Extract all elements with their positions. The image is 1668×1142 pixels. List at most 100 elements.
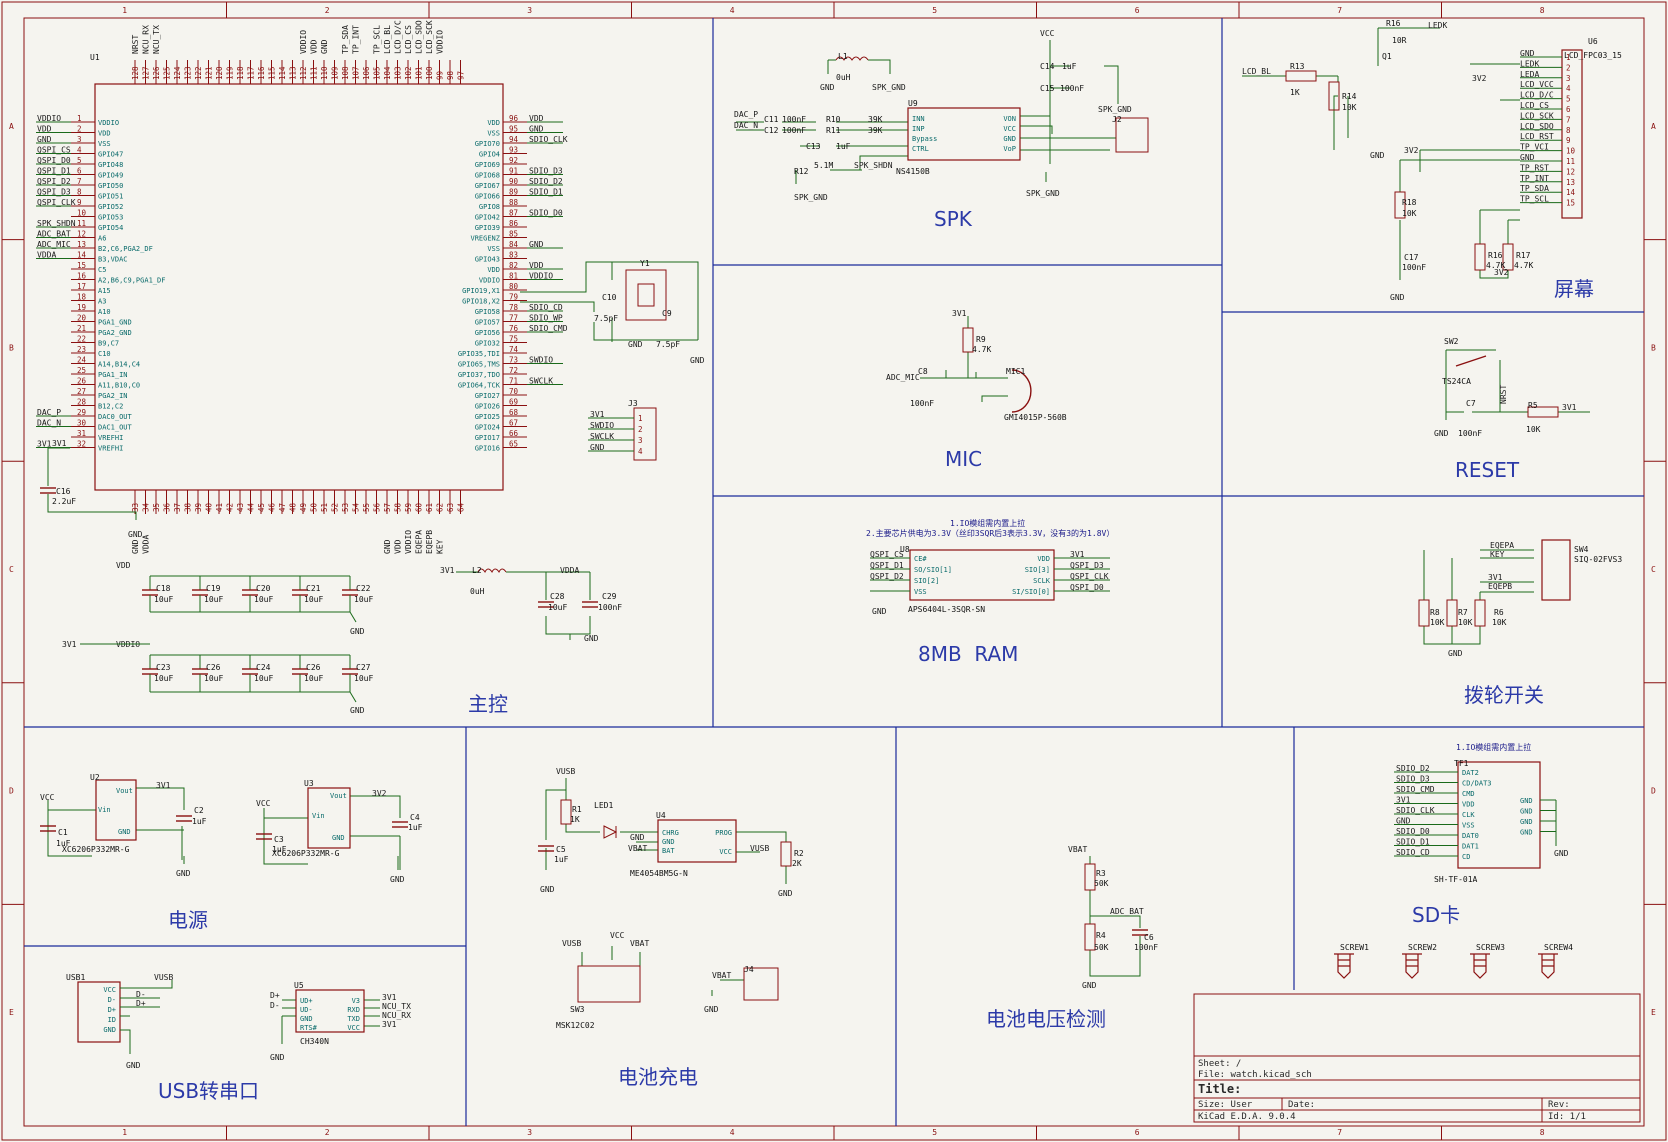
mcu-top-pin-number: 98 <box>446 70 455 80</box>
mcu-left-pin-number: 6 <box>77 167 82 176</box>
mcu-right-pin-number: 86 <box>509 219 519 228</box>
mcu-right-net-label: VDD <box>529 114 544 123</box>
mcu-right-pin-number: 91 <box>509 167 518 176</box>
usb-connector <box>77 981 121 1043</box>
mcu-right-net-label: SDIO_CD <box>529 303 563 312</box>
mcu-top-pin-number: 103 <box>394 66 403 80</box>
mcu-left-pin-number: 25 <box>77 366 86 375</box>
r4-ref: R4 <box>1096 931 1106 940</box>
ram-right-pin: SIO[3] <box>1025 566 1050 574</box>
j4-ref: J4 <box>744 965 754 974</box>
mcu-left-net-label: QSPI_D1 <box>37 167 71 176</box>
mcu-right-pin-number: 96 <box>509 114 519 123</box>
r3-val: 50K <box>1094 879 1109 888</box>
frame-row-right-B: B <box>1651 343 1656 352</box>
sd-pin-name: CMD <box>1462 790 1475 798</box>
spk-spkgnd1: SPK_GND <box>872 83 906 92</box>
mcu-right-pin-number: 75 <box>509 335 518 344</box>
mcu-left-pin-name: DAC1_OUT <box>98 424 133 432</box>
mcu-left-pin-name: A10 <box>98 308 111 316</box>
decap-ref: C26 <box>306 663 321 672</box>
mcu-bottom-net-label: KEY <box>436 539 445 554</box>
u3-body <box>307 787 351 849</box>
mcu-bottom-pin-number: 38 <box>184 502 193 512</box>
mcu-left-pin-number: 8 <box>77 188 82 197</box>
reset-nrst: NRST <box>1499 385 1508 404</box>
ch340-val: CH340N <box>300 1037 329 1046</box>
mcu-left-pin-name: DAC0_OUT <box>98 413 133 421</box>
screen-r14-ref: R14 <box>1342 92 1357 101</box>
decap-val: 10uF <box>154 674 173 683</box>
reset-r-val: 10K <box>1526 425 1541 434</box>
mcu-top-pin-number: 119 <box>226 66 235 80</box>
vdda-c2-ref: C29 <box>602 592 617 601</box>
screw-ref: SCREW4 <box>1544 943 1573 952</box>
mcu-left-pin-number: 20 <box>77 314 87 323</box>
screen-gnd2: GND <box>1390 293 1405 302</box>
xtal-gnd: GND <box>628 340 643 349</box>
spk-amp-right-pin: VON <box>1003 115 1016 123</box>
mic-c-ref: C8 <box>918 367 928 376</box>
screen-pin-number: 6 <box>1566 105 1571 114</box>
c3-ref: C3 <box>274 835 284 844</box>
mcu-left-pin-number: 28 <box>77 398 87 407</box>
mcu-right-pin-name: GPIO25 <box>475 413 500 421</box>
swd-net-label: GND <box>590 443 605 452</box>
mcu-left-pin-name: A3 <box>98 298 106 306</box>
mcu-left-pin-number: 14 <box>77 251 87 260</box>
ch340-right-pin: V3 <box>352 997 360 1005</box>
ram-left-pin: SO/SIO[1] <box>914 566 952 574</box>
mcu-right-pin-name: GPIO37,TDO <box>458 371 500 379</box>
mcu-bottom-pin-number: 61 <box>425 503 434 512</box>
ram-val: APS6404L-3SQR-SN <box>908 605 985 614</box>
u2-val: XC6206P332MR-G <box>62 845 130 854</box>
frame-col-bottom-8: 8 <box>1540 1128 1545 1137</box>
ch340-right-pin: TXD <box>347 1015 360 1023</box>
spk-c14-val: 1uF <box>1062 62 1077 71</box>
c16-gnd: GND <box>128 530 143 539</box>
spk-amp-right-pin: GND <box>1003 135 1016 143</box>
sd-pin-name: DAT1 <box>1462 843 1479 851</box>
decap-ref: C26 <box>206 663 221 672</box>
mcu-top-pin-number: 112 <box>299 66 308 80</box>
spk-vcc: VCC <box>1040 29 1055 38</box>
sd-net-label: SDIO_D2 <box>1396 764 1430 773</box>
mcu-left-pin-name: A14,B14,C4 <box>98 361 140 369</box>
mcu-left-pin-name: B12,C2 <box>98 403 123 411</box>
r1-ref: R1 <box>572 805 582 814</box>
mcu-left-pin-number: 22 <box>77 335 86 344</box>
screen-r16-val: 10R <box>1392 36 1407 45</box>
power-wires <box>47 787 401 870</box>
c1-val: 1uF <box>56 839 71 848</box>
sd-pin-name: CD/DAT3 <box>1462 780 1492 788</box>
screen-r16b <box>1474 243 1486 271</box>
r4-body <box>1084 923 1096 951</box>
decap-gnd1: GND <box>350 627 365 636</box>
mcu-right-pin-name: GPIO26 <box>475 403 500 411</box>
vdda-out: VDDA <box>560 566 579 575</box>
mcu-right-pin-name: GPIO66 <box>475 193 500 201</box>
u3-vin: Vin <box>312 812 325 820</box>
u2-vout: Vout <box>116 787 133 795</box>
wheel-r8 <box>1418 599 1430 627</box>
decap-ref: C24 <box>256 663 271 672</box>
mcu-bottom-net-label: GND <box>383 539 392 554</box>
screen-r16b-val: 4.7K <box>1486 261 1505 270</box>
charger-left-pin: GND <box>662 838 675 846</box>
ch340-ref: U5 <box>294 981 304 990</box>
mcu-bottom-pin-number: 40 <box>205 502 214 512</box>
power-vcc2: VCC <box>256 799 271 808</box>
reset-net: 3V1 <box>1562 403 1577 412</box>
sd-pin-name: CD <box>1462 853 1470 861</box>
wheel-r6-ref: R6 <box>1494 608 1504 617</box>
sd-pin-name: CLK <box>1462 811 1475 819</box>
mcu-left-pin-number: 3 <box>77 135 82 144</box>
screen-r17 <box>1502 243 1514 271</box>
power-vcc1: VCC <box>40 793 55 802</box>
mcu-right-pin-name: VREGENZ <box>470 235 500 243</box>
mcu-left-net-label: DAC_P <box>37 408 61 417</box>
ram-right-net: 3V1 <box>1070 550 1085 559</box>
mcu-left-pin-number: 16 <box>77 272 87 281</box>
screen-pin-number: 10 <box>1566 147 1576 156</box>
